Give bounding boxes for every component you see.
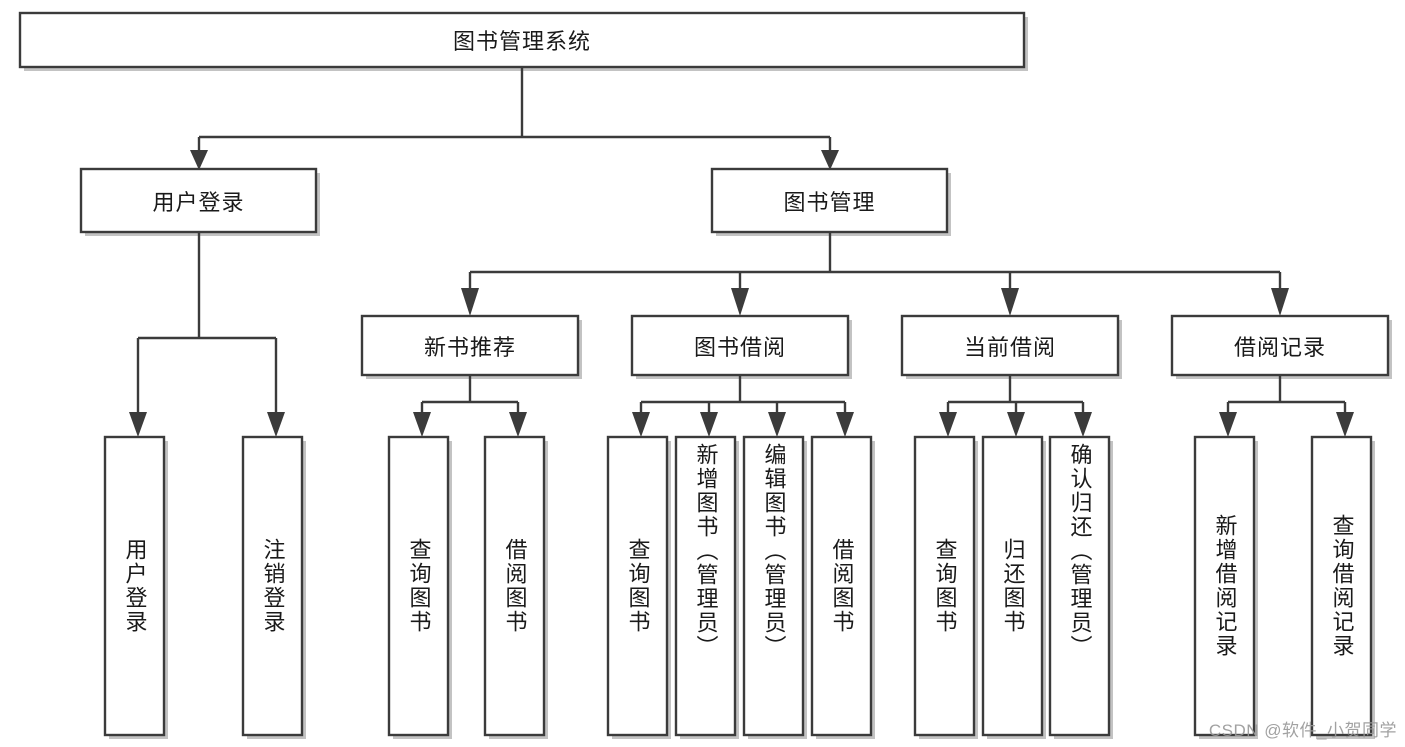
connector-lines xyxy=(136,67,1347,412)
leaf-borrow-record-0[interactable] xyxy=(1193,435,1256,737)
leaf-current-borrow-0[interactable] xyxy=(913,435,976,737)
watermark: CSDN @软件_小贺同学 xyxy=(1208,721,1397,740)
leaf-borrow-record-1[interactable] xyxy=(1310,435,1373,737)
leaf-book-borrow-0[interactable] xyxy=(606,435,669,737)
node-user-login[interactable] xyxy=(79,167,318,234)
leaf-book-borrow-1[interactable] xyxy=(674,435,737,737)
node-book-borrow[interactable] xyxy=(630,314,850,377)
leaf-new-book-0[interactable] xyxy=(387,435,450,737)
leaf-current-borrow-2[interactable] xyxy=(1048,435,1111,737)
leaf-current-borrow-1[interactable] xyxy=(981,435,1044,737)
node-borrow-record[interactable] xyxy=(1170,314,1390,377)
node-current-borrow[interactable] xyxy=(900,314,1120,377)
node-root[interactable] xyxy=(18,11,1026,69)
node-book-management[interactable] xyxy=(710,167,949,234)
leaf-book-borrow-2[interactable] xyxy=(742,435,805,737)
node-new-book-recommend[interactable] xyxy=(360,314,580,377)
leaf-new-book-1[interactable] xyxy=(483,435,546,737)
arrow-heads xyxy=(129,150,1354,437)
leaf-book-borrow-3[interactable] xyxy=(810,435,873,737)
leaf-user-login-1[interactable] xyxy=(241,435,304,737)
leaf-user-login-0[interactable] xyxy=(103,435,166,737)
